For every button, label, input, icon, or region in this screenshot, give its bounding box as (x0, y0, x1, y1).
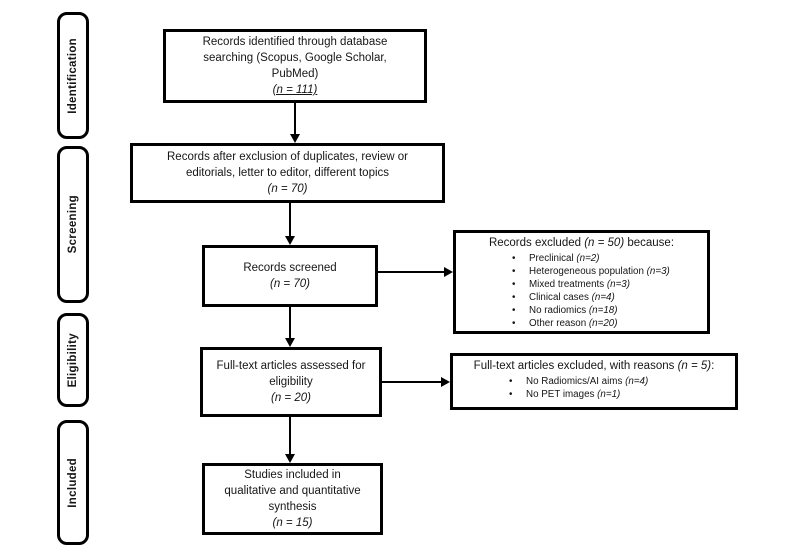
records-screened-box: Records screened (n = 70) (202, 245, 378, 307)
excluded-reason-item: • Preclinical (n=2) (512, 252, 707, 265)
records-excluded-box: Records excluded (n = 50) because: • Pre… (453, 230, 710, 334)
arrow-down-icon (285, 236, 295, 245)
box-count: (n = 70) (270, 278, 310, 290)
excluded-box-title: Records excluded (n = 50) because: (456, 235, 707, 251)
title-count: (n = 50) (584, 237, 625, 249)
reason-text: Clinical cases (n=4) (529, 292, 615, 303)
records-after-exclusion-box: Records after exclusion of duplicates, r… (130, 143, 445, 203)
excluded-reason-item: • Mixed treatments (n=3) (512, 278, 707, 291)
fulltext-assessed-box: Full-text articles assessed for eligibil… (200, 347, 382, 417)
reason-text: No Radiomics/AI aims (n=4) (526, 376, 649, 387)
excluded-reason-item: • Heterogeneous population (n=3) (512, 265, 707, 278)
stage-label-text: Eligibility (67, 332, 79, 388)
reason-text: No PET images (n=1) (526, 389, 621, 400)
reason-text: No radiomics (n=18) (529, 305, 618, 316)
excluded-reason-item: • No radiomics (n=18) (512, 304, 707, 317)
title-count: (n = 5) (677, 360, 712, 372)
fulltext-excluded-box: Full-text articles excluded, with reason… (450, 353, 738, 410)
title-text: because: (624, 237, 675, 249)
box-text-line: Records screened (243, 262, 337, 274)
excluded-reason-item: • Other reason (n=20) (512, 317, 707, 330)
box-count: (n = 111) (272, 84, 318, 96)
box-count: (n = 20) (271, 392, 311, 404)
arrow-screened-to-excluded-line (378, 271, 444, 273)
stage-label-screening: Screening (57, 146, 89, 303)
arrow-down-icon (290, 134, 300, 143)
bullet-icon: • (512, 279, 516, 290)
box-count: (n = 15) (272, 517, 313, 529)
box-text-line: editorials, letter to editor, different … (185, 167, 390, 179)
box-text-line: Studies included in (244, 469, 341, 481)
arrow-fulltext-to-included-line (289, 417, 291, 454)
bullet-icon: • (512, 292, 516, 303)
arrow-fulltext-to-excluded-line (382, 381, 441, 383)
title-text: Full-text articles excluded, with reason… (473, 360, 678, 372)
reason-text: Heterogeneous population (n=3) (529, 266, 670, 277)
box-text-line: Records identified through database (202, 36, 388, 48)
reason-text: Preclinical (n=2) (529, 253, 600, 264)
bullet-icon: • (512, 253, 516, 264)
records-identified-box: Records identified through database sear… (163, 29, 427, 103)
box-text-line: Records after exclusion of duplicates, r… (167, 151, 408, 163)
stage-label-identification: Identification (57, 12, 89, 139)
arrow-screened-to-fulltext-line (289, 307, 291, 338)
stage-label-text: Identification (67, 37, 79, 114)
bullet-icon: • (512, 266, 516, 277)
box-text-line: PubMed) (271, 68, 319, 80)
title-text: : (711, 360, 715, 372)
reason-text: Mixed treatments (n=3) (529, 279, 631, 290)
arrow-right-icon (441, 377, 450, 387)
excluded-reason-item: • No Radiomics/AI aims (n=4) (509, 375, 735, 388)
box-text-line: Full-text articles assessed for (216, 360, 366, 372)
arrow-right-icon (444, 267, 453, 277)
box-count: (n = 70) (267, 183, 308, 195)
stage-label-text: Screening (67, 195, 79, 254)
box-text-line: qualitative and quantitative (224, 485, 361, 497)
stage-label-included: Included (57, 420, 89, 545)
box-text-line: synthesis (268, 501, 317, 513)
arrow-dedup-to-screened-line (289, 203, 291, 236)
arrow-identified-to-dedup-line (294, 103, 296, 134)
stage-label-eligibility: Eligibility (57, 313, 89, 407)
bullet-icon: • (509, 376, 513, 387)
excluded-box-title: Full-text articles excluded, with reason… (453, 358, 735, 374)
arrow-down-icon (285, 338, 295, 347)
studies-included-box: Studies included in qualitative and quan… (202, 463, 383, 535)
stage-label-text: Included (67, 457, 79, 508)
title-text: Records excluded (488, 237, 585, 249)
reason-text: Other reason (n=20) (529, 318, 618, 329)
arrow-down-icon (285, 454, 295, 463)
excluded-reason-item: • Clinical cases (n=4) (512, 291, 707, 304)
bullet-icon: • (509, 389, 513, 400)
bullet-icon: • (512, 318, 516, 329)
excluded-reason-item: • No PET images (n=1) (509, 388, 735, 401)
box-text-line: searching (Scopus, Google Scholar, (203, 52, 387, 64)
box-text-line: eligibility (269, 376, 313, 388)
bullet-icon: • (512, 305, 516, 316)
